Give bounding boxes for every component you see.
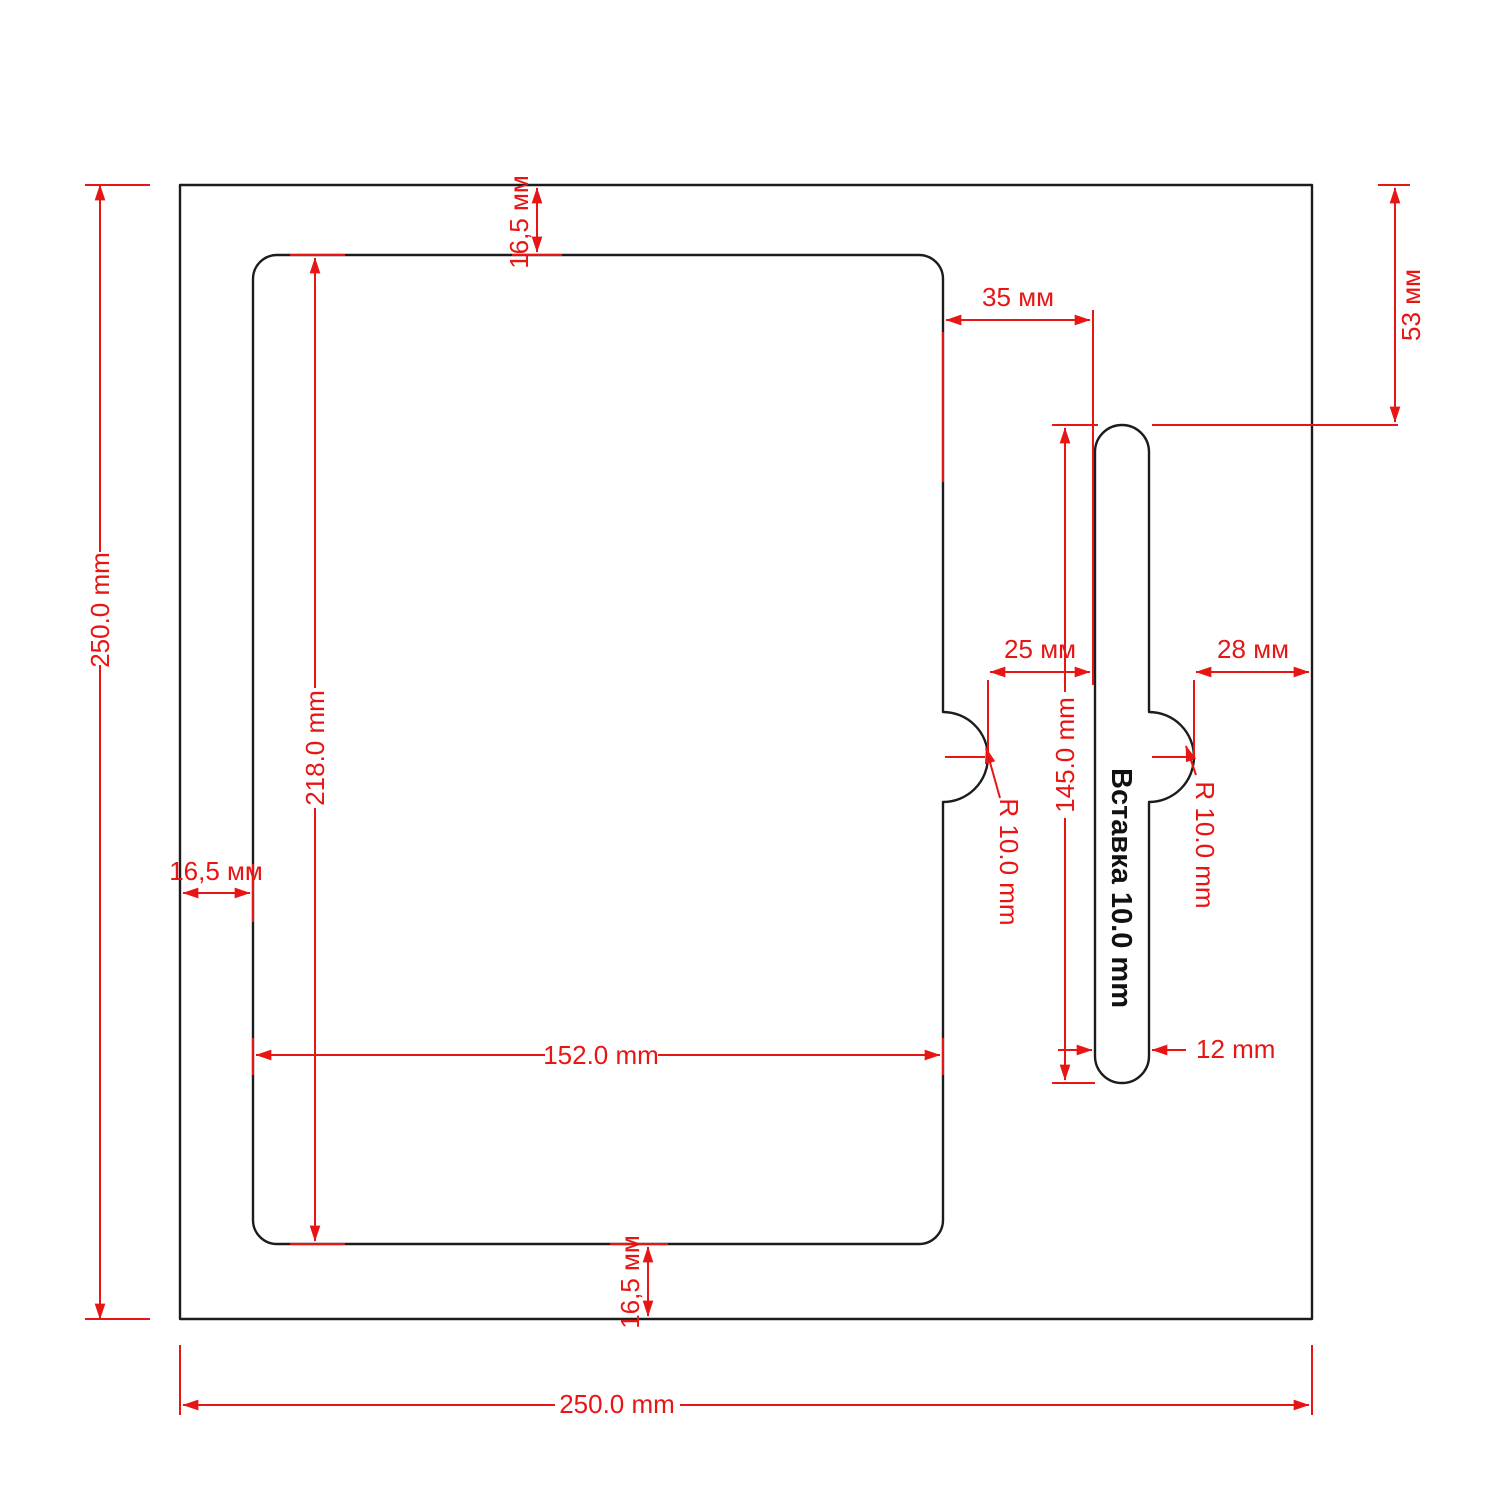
dim-cutout-width-label: 152.0 mm — [543, 1040, 659, 1070]
dim-cutout-height-ticks — [290, 254, 345, 1245]
callout-slot-notch-radius: R 10.0 mm — [1152, 745, 1220, 909]
dim-outer-width: 250.0 mm — [179, 1345, 1313, 1419]
dim-cutout-height: 218.0 mm — [290, 254, 345, 1245]
dim-gap-cutout-to-slot: 35 мм — [942, 282, 1094, 685]
dim-cutout-width: 152.0 mm — [252, 1038, 944, 1075]
dim-margin-top: 16,5 мм — [504, 175, 562, 269]
tablet-cutout-outline — [251, 253, 990, 1246]
dim-cutout-width-ticks — [252, 1038, 944, 1075]
dim-cutout-height-label: 218.0 mm — [300, 690, 330, 806]
dim-notch-to-slot-label: 25 мм — [1004, 634, 1076, 664]
dim-gap-label: 35 мм — [982, 282, 1054, 312]
dim-outer-width-label: 250.0 mm — [559, 1389, 675, 1419]
callout-cutout-notch-radius: R 10.0 mm — [945, 747, 1024, 926]
dim-outer-height-ticks — [85, 184, 150, 1320]
dim-outer-height-label: 250.0 mm — [85, 552, 115, 668]
dim-margin-bottom-label: 16,5 мм — [615, 1235, 645, 1329]
dim-slot-to-edge: 28 мм — [1193, 634, 1310, 757]
dim-outer-width-ticks — [179, 1345, 1313, 1415]
dim-slot-top-offset-label: 53 мм — [1396, 269, 1426, 341]
slot-notch-radius-label: R 10.0 mm — [1190, 781, 1220, 908]
dim-outer-height: 250.0 mm — [85, 184, 150, 1320]
dim-slot-width: 12 mm — [1058, 1034, 1275, 1064]
insert-slot-label: Вставка 10.0 mm — [1105, 768, 1137, 1008]
dim-slot-width-label: 12 mm — [1196, 1034, 1275, 1064]
cutout-notch-radius-label: R 10.0 mm — [994, 798, 1024, 925]
dim-margin-left: 16,5 мм — [169, 856, 263, 922]
outer-plate-outline — [178, 183, 1314, 1321]
dim-slot-to-edge-label: 28 мм — [1217, 634, 1289, 664]
dim-slot-height-ticks — [1052, 424, 1098, 1084]
dim-slot-height: 145.0 mm — [1050, 424, 1098, 1084]
dim-slot-top-offset: 53 мм — [1152, 184, 1426, 426]
dim-margin-bottom: 16,5 мм — [610, 1235, 668, 1329]
part-outlines — [178, 183, 1314, 1321]
dim-notch-to-slot: 25 мм — [987, 634, 1091, 757]
dim-margin-left-label: 16,5 мм — [169, 856, 263, 886]
dim-slot-top-ext-lines — [1152, 184, 1410, 426]
dim-margin-top-label: 16,5 мм — [504, 175, 534, 269]
dim-gap-ext-lines — [942, 310, 1094, 685]
dim-slot-height-label: 145.0 mm — [1050, 697, 1080, 813]
